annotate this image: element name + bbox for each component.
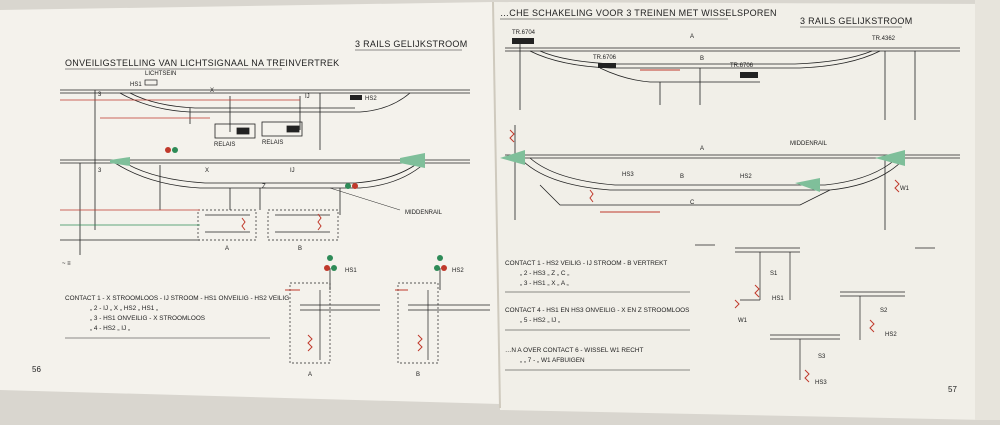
a-label-top: A (690, 34, 694, 40)
middenrail-label: MIDDENRAIL (405, 210, 443, 216)
right-header-right: 3 RAILS GELIJKSTROOM (800, 16, 913, 26)
a-label-mid: A (700, 146, 704, 152)
b-label-mid: B (680, 174, 684, 180)
right-point-green-1 (500, 150, 525, 165)
hs2-label: HS2 (740, 174, 752, 180)
left-point-green (110, 157, 130, 166)
left-top-track (60, 89, 470, 230)
hs3-label: HS3 (622, 172, 634, 178)
three-label-mid: 3 (98, 168, 102, 174)
right-point-green (400, 153, 425, 168)
hs2-signal (434, 255, 447, 290)
right-contact-7: „ „ 7 - „ W1 AFBUIGEN (520, 357, 585, 364)
right-top-track (505, 40, 960, 120)
left-header-right: 3 RAILS GELIJKSTROOM (355, 39, 468, 49)
right-header-title: …CHE SCHAKELING VOOR 3 TREINEN MET WISSE… (500, 8, 777, 18)
hs1-signal-label: HS1 (345, 268, 357, 274)
tr4362-label: TR.4362 (872, 36, 896, 42)
red-coil-r2 (589, 189, 594, 203)
relais-a-label: RELAIS (214, 142, 235, 148)
red-coil-a (241, 217, 246, 231)
hs1-right-label: HS1 (772, 296, 784, 302)
b-label-top: B (700, 56, 704, 62)
relais-b-label: RELAIS (262, 140, 283, 146)
three-label-top: 3 (98, 92, 102, 98)
contact-diagram-a (289, 282, 380, 364)
tr6706b-label: TR.6706 (730, 63, 754, 69)
w1-right-label: W1 (738, 318, 748, 324)
c-label-mid: C (690, 200, 695, 206)
signal-green-mid-2 (345, 183, 351, 189)
right-middenrail-label: MIDDENRAIL (790, 141, 828, 147)
right-contact-1: CONTACT 1 - HS2 VEILIG - IJ STROOM - B V… (505, 260, 667, 267)
right-contact-2: „ 2 - HS3 „ Z „ C „ (520, 270, 569, 277)
hs3-right-label: HS3 (815, 380, 827, 386)
lichtsein-label: LICHTSEIN (145, 71, 176, 77)
left-header-title: ONVEILIGSTELLING VAN LICHTSIGNAAL NA TRE… (65, 58, 339, 68)
hs2-right-label: HS2 (885, 332, 897, 338)
red-coil-b (317, 213, 322, 231)
red-coil-s1 (754, 284, 760, 298)
switch-diagram (695, 244, 935, 380)
left-page-number: 56 (32, 365, 41, 374)
right-point-green-2 (875, 150, 905, 166)
spine (492, 1, 501, 409)
red-coil-r3 (894, 179, 900, 193)
tr6704-label: TR.6704 (512, 30, 536, 36)
loco-6706b (740, 72, 758, 78)
hs1-signal (324, 255, 337, 290)
left-contact-1: CONTACT 1 - X STROOMLOOS - IJ STROOM - H… (65, 295, 289, 302)
ij-label-top: IJ (305, 94, 310, 100)
signal-red-mid-2 (352, 183, 358, 189)
left-contact-2: „ 2 - IJ „ X „ HS2 „ HS1 „ (90, 305, 158, 312)
lichtsein-symbol (144, 79, 158, 86)
red-coil-s2 (869, 319, 875, 333)
loco-6706a (598, 63, 616, 68)
hs2-top-label: HS2 (365, 96, 377, 102)
red-coil-s3 (804, 369, 810, 383)
contact-block-b (267, 209, 339, 241)
next-page-edge (975, 0, 1000, 420)
right-contact-6: …N A OVER CONTACT 6 - WISSEL W1 RECHT (505, 347, 643, 354)
left-contact-3: „ 3 - HS1 ONVEILIG - X STROOMLOOS (90, 315, 205, 322)
hs1-top-label: HS1 (130, 82, 142, 88)
contact-diagram-b (397, 282, 490, 364)
right-contact-5: „ 5 - HS2 „ IJ „ (520, 317, 560, 324)
right-passing-loop (505, 125, 960, 230)
right-contact-3: „ 3 - HS1 „ X „ A „ (520, 280, 569, 287)
left-contact-4: „ 4 - HS2 „ IJ „ (90, 325, 130, 332)
left-page (0, 2, 500, 404)
s2-label: S2 (880, 308, 888, 314)
red-coil-r1 (509, 129, 515, 143)
signal-red-mid (165, 147, 171, 153)
x-label-mid: X (205, 168, 209, 174)
z-label-mid: Z (262, 184, 266, 190)
hs2-top-symbol (350, 95, 362, 100)
tr6706a-label: TR.6706 (593, 55, 617, 61)
loco-6704 (512, 38, 534, 44)
right-contact-4: CONTACT 4 - HS1 EN HS3 ONVEILIG - X EN Z… (505, 307, 689, 314)
right-page (493, 2, 990, 420)
sub-b-label: B (416, 372, 420, 378)
hs2-signal-label: HS2 (452, 268, 464, 274)
signal-green-mid (172, 147, 178, 153)
red-coil-a2 (307, 334, 313, 352)
group-a-label: A (225, 246, 229, 252)
power-symbol: ~ ≡ (62, 261, 71, 267)
red-coil-w1 (734, 299, 740, 309)
sub-a-label: A (308, 372, 312, 378)
middenrail-leader (329, 187, 401, 211)
ij-label-mid: IJ (290, 168, 295, 174)
right-point-green-3 (795, 178, 820, 192)
group-b-label: B (298, 246, 302, 252)
s3-label: S3 (818, 354, 826, 360)
s1-label: S1 (770, 271, 778, 277)
x-label-top: X (210, 88, 214, 94)
right-page-number: 57 (948, 385, 957, 394)
w1-label: W1 (900, 186, 910, 192)
red-coil-b2 (417, 334, 423, 352)
